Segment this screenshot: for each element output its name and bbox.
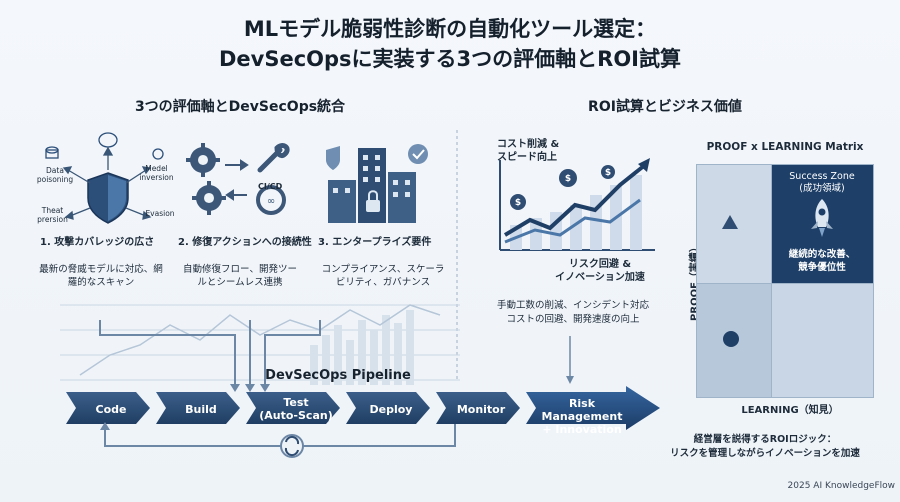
footer-credit: 2025 AI KnowledgeFlow xyxy=(787,481,895,491)
svg-text:∞: ∞ xyxy=(267,196,275,207)
axis-1-desc: 最新の脅威モデルに対応、網羅的なスキャン xyxy=(39,264,163,288)
evasion-label: Evasion xyxy=(145,209,175,218)
cost-reduction-label: コスト削減 & スピード向上 xyxy=(497,139,560,163)
success-zone-title: Success Zone (成功領域) xyxy=(789,171,855,194)
axis-3-title: 3. エンタープライズ要件 xyxy=(318,237,432,248)
matrix-grid xyxy=(696,164,874,398)
pipeline-stage-monitor: Monitor xyxy=(456,403,506,416)
svg-text:$: $ xyxy=(605,168,611,178)
circle-marker-icon xyxy=(723,331,739,347)
matrix-title: PROOF x LEARNING Matrix xyxy=(706,141,864,153)
axis-connectors xyxy=(99,320,321,392)
risk-avoidance-label: リスク回避 & イノベーション加速 xyxy=(555,259,645,283)
pipeline-title: DevSecOps Pipeline xyxy=(265,368,411,383)
success-zone-desc: 継続的な改善、 競争優位性 xyxy=(788,249,856,273)
roi-summary: 手動工数の削減、インシデント対応 コストの回避、開発速度の向上 xyxy=(496,300,649,325)
background-trend-graphic xyxy=(60,304,460,385)
matrix-x-label: LEARNING（知見） xyxy=(741,405,839,416)
pipeline-chevrons xyxy=(66,386,660,430)
triangle-icon xyxy=(722,215,738,229)
shield-threat-icon xyxy=(45,132,164,224)
data-poisoning-label: Data poisoning xyxy=(36,166,74,184)
matrix-caption: 経営層を説得するROIロジック： リスクを管理しながらイノベーションを加速 xyxy=(670,434,860,459)
svg-text:$: $ xyxy=(515,198,521,208)
axis-2-title: 2. 修復アクションへの接続性 xyxy=(178,237,312,248)
cicd-label: CI/CD xyxy=(258,182,283,191)
axis-2-desc: 自動修復フロー、開発ツールとシームレス連携 xyxy=(183,264,297,288)
rocket-icon xyxy=(811,199,833,237)
roi-section-heading: ROI試算とビジネス価値 xyxy=(588,99,742,115)
matrix-cell-bottom-right xyxy=(772,284,873,397)
pipeline-stage-build: Build xyxy=(185,403,217,416)
axis-3-desc: コンプライアンス、スケーラビリティ、ガバナンス xyxy=(321,264,445,288)
feedback-loop xyxy=(100,422,456,458)
pipeline-stage-deploy: Deploy xyxy=(369,403,413,416)
page-title-line2: DevSecOpsに実装する3つの評価軸とROI試算 xyxy=(218,47,681,71)
page-title-line1: MLモデル脆弱性診断の自動化ツール選定： xyxy=(243,17,657,41)
model-inversion-label: Medel inversion xyxy=(139,164,174,182)
pipeline-stage-code: Code xyxy=(95,403,127,416)
enterprise-buildings-icon xyxy=(326,144,428,223)
left-section-heading: 3つの評価軸とDevSecOps統合 xyxy=(134,99,346,115)
gears-wrench-icon: ∞ xyxy=(186,143,290,215)
axis-1-title: 1. 攻撃カバレッジの広さ xyxy=(40,237,155,248)
pipeline-final-stage: Risk Management + Innovation xyxy=(541,397,623,436)
roi-connector-arrow xyxy=(566,336,574,384)
svg-text:$: $ xyxy=(565,174,571,184)
roi-growth-chart: $ $ $ xyxy=(499,158,655,251)
pipeline-stage-test: Test (Auto-Scan) xyxy=(259,396,333,422)
threat-label: Theat prersion xyxy=(37,206,68,224)
